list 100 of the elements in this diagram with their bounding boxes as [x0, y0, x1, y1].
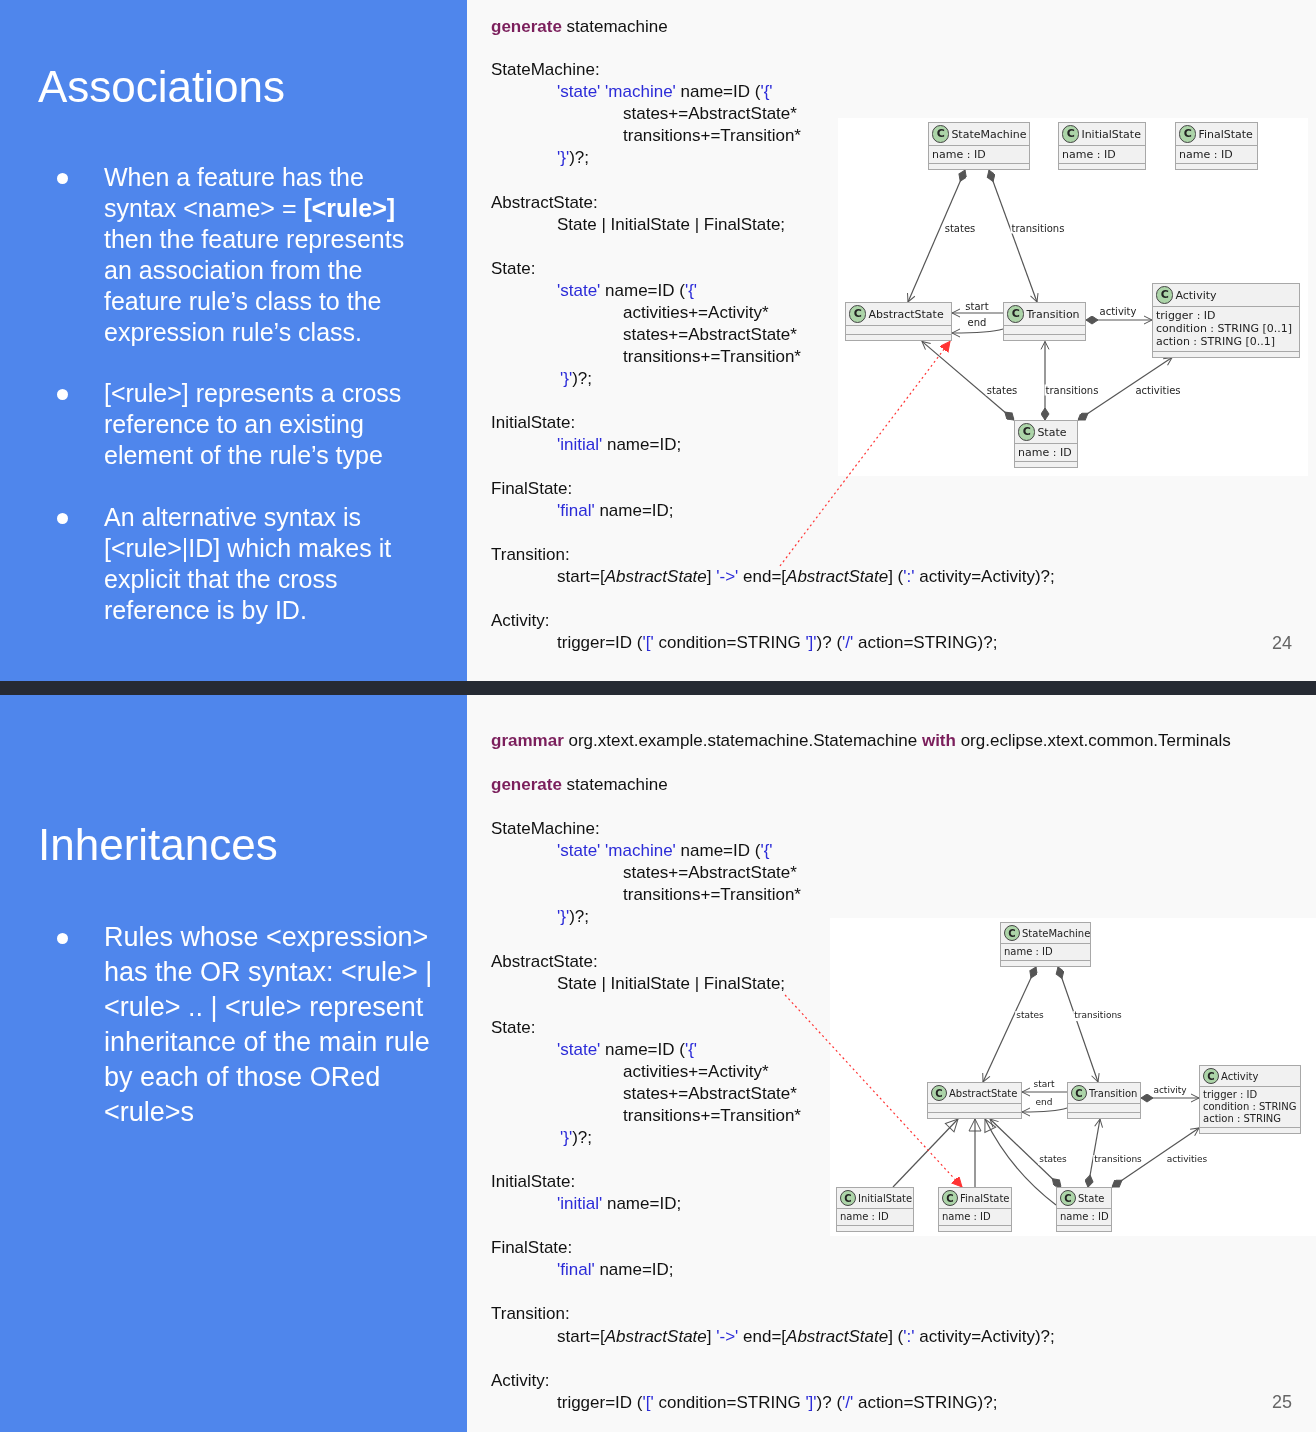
- class-name: Transition: [1026, 307, 1080, 321]
- page-number: 24: [1272, 633, 1293, 654]
- class-box: [938, 1187, 1012, 1232]
- code-line: '}')?;: [560, 1127, 592, 1149]
- code-line: 'final' name=ID;: [557, 500, 674, 522]
- association-arrow: [1111, 1127, 1200, 1188]
- class-icon: C: [1004, 925, 1020, 941]
- attribute-text: name : ID: [1062, 148, 1117, 162]
- edge-label: activity: [1152, 1086, 1188, 1096]
- leader-line: [784, 994, 963, 1188]
- code-line: State | InitialState | FinalState;: [557, 973, 786, 995]
- association-arrow: [1085, 315, 1153, 325]
- code-line: 'state' 'machine' name=ID ('{': [557, 81, 773, 103]
- attribute-text: name : ID: [840, 1211, 890, 1223]
- class-box: [1056, 1187, 1112, 1232]
- code-line: FinalState:: [491, 1237, 573, 1259]
- code-line: '}')?;: [560, 368, 592, 390]
- edge-label: start: [1032, 1080, 1056, 1090]
- edge-label: transitions: [1010, 222, 1066, 234]
- class-name: AbstractState: [868, 307, 944, 321]
- class-name: Transition: [1089, 1087, 1138, 1099]
- association-arrow: [1140, 1093, 1200, 1103]
- class-name: InitialState: [858, 1192, 913, 1204]
- class-icon: C: [840, 1190, 856, 1206]
- association-arrow: [1021, 1107, 1068, 1117]
- class-box: [1014, 420, 1078, 469]
- code-line: StateMachine:: [491, 59, 600, 81]
- edge-label: transitions: [1044, 384, 1100, 396]
- edge-label: states: [1038, 1155, 1068, 1165]
- attribute-text: action : STRING [0..1]: [1156, 335, 1276, 349]
- code-line: grammar org.xtext.example.statemachine.Statemachine with org.eclipse.xtext.common.Terminals: [491, 730, 1231, 752]
- attribute-text: condition : STRING: [1203, 1101, 1297, 1113]
- class-name: Activity: [1175, 288, 1217, 302]
- class-icon: C: [931, 1085, 947, 1101]
- class-box: [1003, 302, 1086, 342]
- code-line: activities+=Activity*: [623, 302, 769, 324]
- code-line: Activity:: [491, 1370, 550, 1392]
- class-box: [1058, 122, 1146, 171]
- code-line: '}')?;: [557, 147, 589, 169]
- association-arrow: [1084, 1118, 1104, 1188]
- attribute-text: name : ID: [1018, 446, 1073, 460]
- association-arrow: [982, 966, 1038, 1083]
- association-arrow: [1055, 966, 1100, 1083]
- code-line: FinalState:: [491, 478, 573, 500]
- code-line: 'final' name=ID;: [557, 1259, 674, 1281]
- edge-label: activity: [1098, 305, 1138, 317]
- code-line: '}')?;: [557, 906, 589, 928]
- class-name: StateMachine: [951, 127, 1027, 141]
- attribute-text: name : ID: [1179, 148, 1234, 162]
- code-line: 'state' 'machine' name=ID ('{': [557, 840, 773, 862]
- code-line: AbstractState:: [491, 192, 598, 214]
- class-icon: C: [849, 305, 867, 323]
- attribute-text: name : ID: [1060, 1211, 1108, 1223]
- class-name: Activity: [1221, 1070, 1259, 1082]
- code-line: transitions+=Transition*: [623, 1105, 801, 1127]
- attribute-text: name : ID: [942, 1211, 992, 1223]
- edge-label: states: [985, 384, 1019, 396]
- class-name: AbstractState: [949, 1087, 1018, 1099]
- class-box: [927, 1082, 1022, 1119]
- code-line: start=[AbstractState] '->' end=[AbstractState] (':' activity=Activity)?;: [557, 566, 1055, 588]
- page-number: 25: [1272, 1392, 1293, 1413]
- association-arrow: [1040, 340, 1050, 421]
- slide-title: Inheritances: [38, 820, 278, 870]
- leader-line: [779, 340, 951, 567]
- attribute-text: condition : STRING [0..1]: [1156, 322, 1293, 336]
- inheritance-arrow: [984, 1118, 1057, 1206]
- class-icon: C: [1007, 305, 1025, 323]
- code-line: generate statemachine: [491, 16, 668, 38]
- class-box: [845, 302, 952, 342]
- class-name: State: [1078, 1192, 1105, 1204]
- class-icon: C: [932, 125, 950, 143]
- bullet-text: An alternative syntax is [<rule>|ID] which makes it explicit that the cross reference is by ID.: [104, 502, 393, 626]
- class-box: [1175, 122, 1258, 171]
- code-line: State:: [491, 1017, 536, 1039]
- class-name: State: [1037, 425, 1067, 439]
- attribute-text: action : STRING: [1203, 1113, 1283, 1125]
- association-arrow: [907, 169, 967, 303]
- code-line: 'initial' name=ID;: [557, 434, 682, 456]
- code-line: states+=AbstractState*: [623, 103, 797, 125]
- code-line: 'state' name=ID ('{': [557, 1039, 698, 1061]
- class-icon: C: [942, 1190, 958, 1206]
- class-icon: C: [1156, 286, 1174, 304]
- code-line: transitions+=Transition*: [623, 346, 801, 368]
- code-line: StateMachine:: [491, 818, 600, 840]
- bullet-text: When a feature has the syntax <name> = [<rule>] then the feature represents an association from the feature rule’s class to the expression rule’s class.: [104, 162, 406, 348]
- code-line: State | InitialState | FinalState;: [557, 214, 786, 236]
- association-arrow: [986, 169, 1039, 303]
- code-line: trigger=ID ('[' condition=STRING ']')? ('/' action=STRING)?;: [557, 1392, 998, 1414]
- class-box: [1199, 1065, 1301, 1134]
- class-box: [1152, 283, 1300, 358]
- attribute-text: name : ID: [1004, 946, 1054, 958]
- class-icon: C: [1071, 1085, 1087, 1101]
- code-line: AbstractState:: [491, 951, 598, 973]
- association-arrow: [989, 1118, 1062, 1188]
- edge-label: transitions: [1093, 1155, 1143, 1165]
- edge-label: activities: [1165, 1155, 1209, 1165]
- code-line: activities+=Activity*: [623, 1061, 769, 1083]
- class-icon: C: [1062, 125, 1080, 143]
- code-line: trigger=ID ('[' condition=STRING ']')? ('/' action=STRING)?;: [557, 632, 998, 654]
- code-line: states+=AbstractState*: [623, 1083, 797, 1105]
